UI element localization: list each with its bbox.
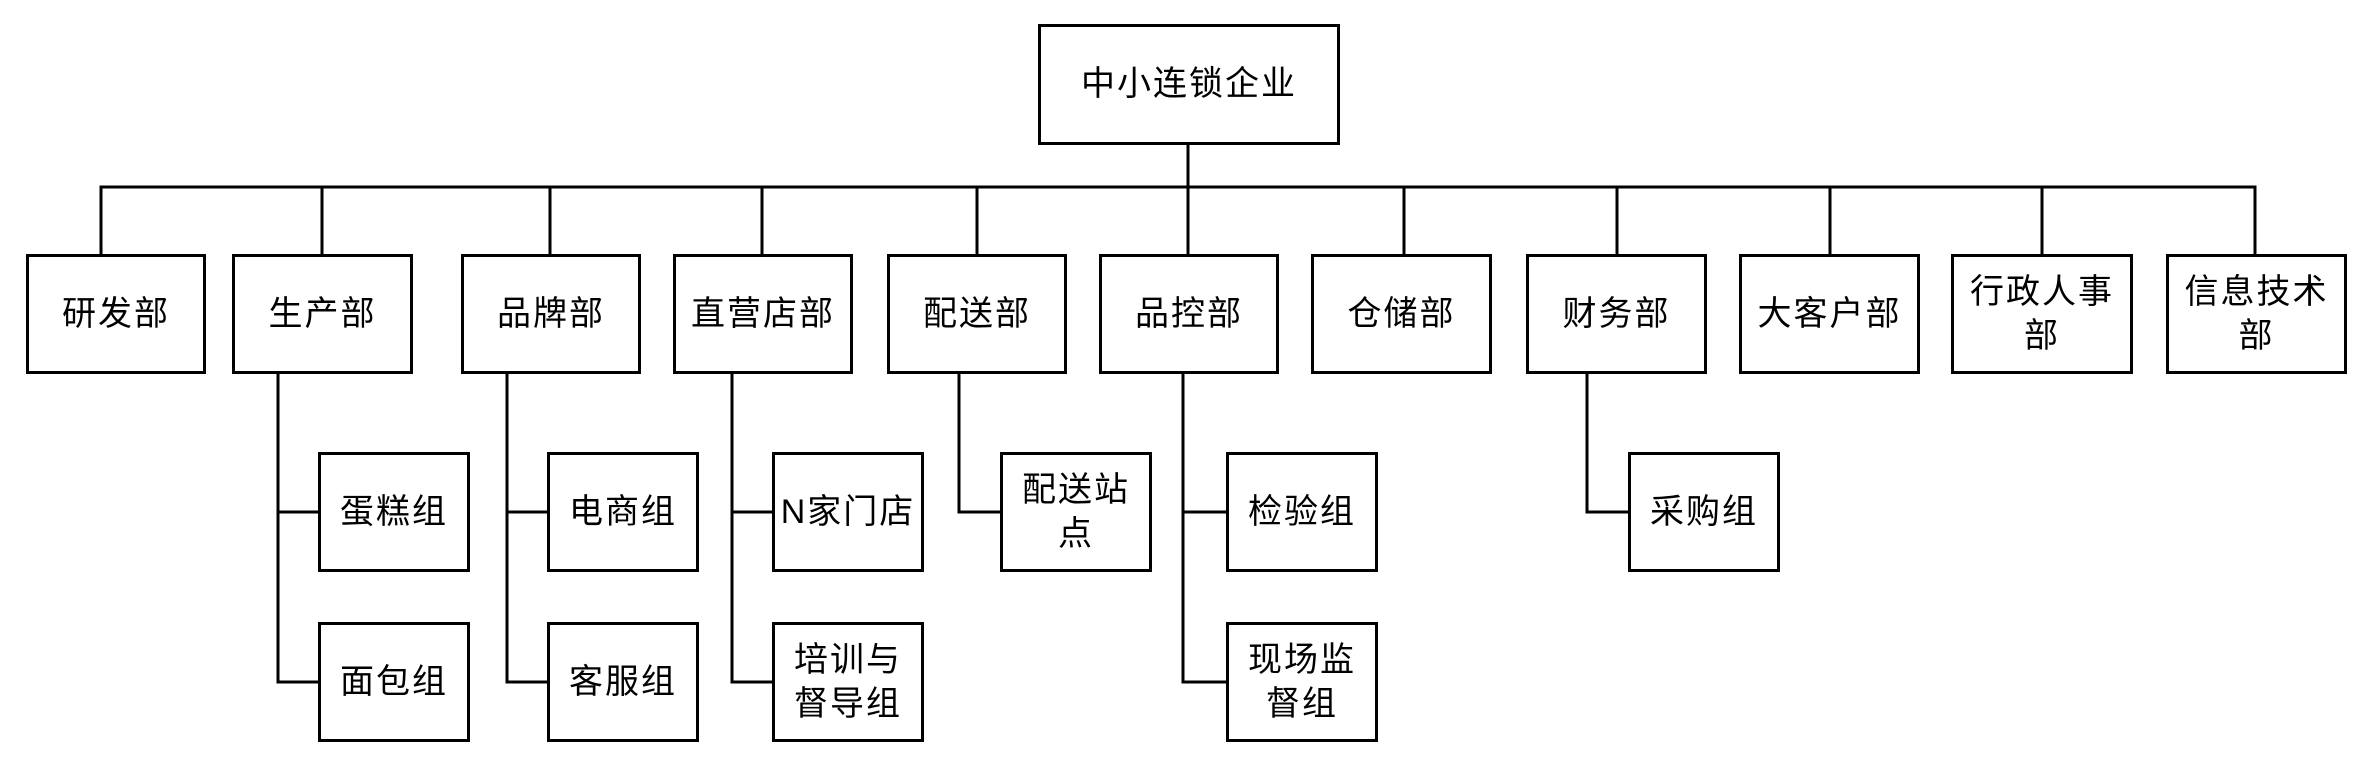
node-n-stores: N家门店: [772, 452, 924, 572]
node-ecommerce-team: 电商组: [547, 452, 699, 572]
connector-finance-children: [1585, 371, 1630, 514]
node-delivery-station: 配送站 点: [1000, 452, 1152, 572]
node-quality-control-dept: 品控部: [1099, 254, 1279, 374]
node-procurement-team: 采购组: [1628, 452, 1780, 572]
connector-department-stubs: [99, 185, 2257, 257]
connector-quality-control-children: [1181, 371, 1228, 684]
node-direct-store-dept: 直营店部: [673, 254, 853, 374]
node-rnd-dept: 研发部: [26, 254, 206, 374]
node-it-dept: 信息技术 部: [2166, 254, 2347, 374]
node-customer-service-team: 客服组: [547, 622, 699, 742]
connector-delivery-children: [957, 371, 1002, 514]
node-finance-dept: 财务部: [1526, 254, 1707, 374]
node-company-root: 中小连锁企业: [1038, 24, 1340, 145]
node-brand-dept: 品牌部: [461, 254, 641, 374]
node-warehouse-dept: 仓储部: [1311, 254, 1492, 374]
node-key-account-dept: 大客户部: [1739, 254, 1920, 374]
node-admin-hr-dept: 行政人事 部: [1951, 254, 2133, 374]
connector-direct-store-children: [730, 371, 774, 684]
node-cake-team: 蛋糕组: [318, 452, 470, 572]
connector-brand-children: [505, 371, 549, 684]
node-bread-team: 面包组: [318, 622, 470, 742]
node-production-dept: 生产部: [232, 254, 413, 374]
connector-production-children: [276, 371, 320, 684]
node-inspection-team: 检验组: [1226, 452, 1378, 572]
node-delivery-dept: 配送部: [887, 254, 1067, 374]
node-onsite-supervision-team: 现场监 督组: [1226, 622, 1378, 742]
node-training-supervision-team: 培训与 督导组: [772, 622, 924, 742]
